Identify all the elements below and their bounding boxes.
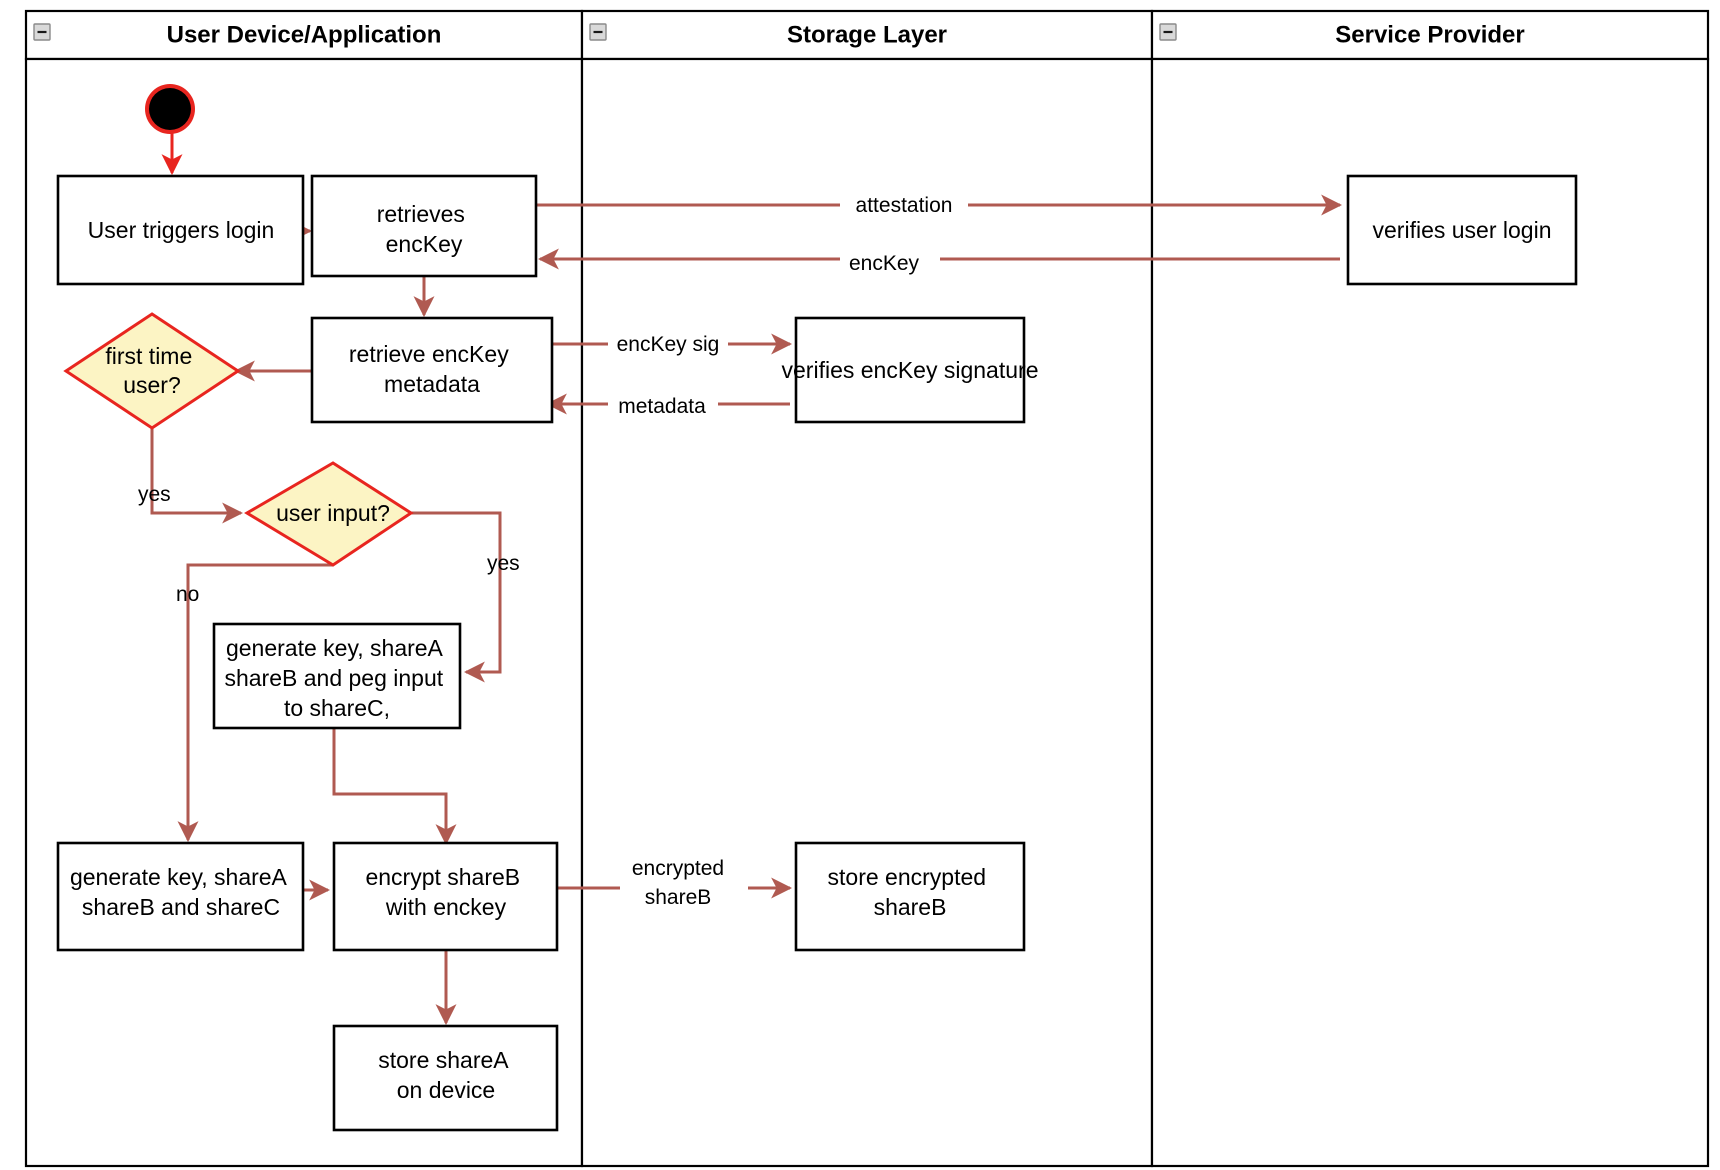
node-text-line: encrypt shareB <box>365 864 520 890</box>
node-verifies-user-login[interactable]: verifies user login <box>1346 174 1578 286</box>
node-text-line: user? <box>123 372 181 398</box>
edge-label-enckey-sig: encKey sig <box>608 330 728 358</box>
node-verifies-enckey-signature[interactable]: verifies encKey signature <box>782 316 1039 424</box>
svg-text:user input?: user input? <box>276 500 390 526</box>
edge-user-input-no <box>177 563 333 843</box>
start-node[interactable] <box>145 84 195 134</box>
svg-text:encKey: encKey <box>849 252 920 275</box>
node-text-line: shareB <box>874 894 947 920</box>
minus-box-icon[interactable] <box>1159 23 1177 41</box>
node-retrieves-enckey[interactable]: retrieves encKey <box>310 174 538 278</box>
svg-text:first time user?: first time user? <box>105 343 198 398</box>
node-retrieve-enckey-metadata[interactable]: retrieve encKey metadata <box>310 316 554 424</box>
svg-text:encrypt shareB with en: encrypt shareB with enckey <box>365 864 526 920</box>
lane-title-user-device: User Device/Application <box>167 21 442 48</box>
node-user-triggers-login[interactable]: User triggers login <box>56 174 305 286</box>
svg-text:verifies encKey signature: verifies encKey signature <box>782 357 1039 383</box>
node-text-line: User triggers login <box>88 217 275 243</box>
node-text-line: generate key, shareA <box>70 864 288 890</box>
edge-label-encrypted-shareb: encrypted shareB <box>620 852 748 910</box>
node-text-line: retrieve encKey <box>349 341 509 367</box>
node-text-line: user input? <box>276 500 390 526</box>
edge-user-input-yes <box>409 511 502 683</box>
node-text-line: metadata <box>384 371 480 397</box>
edge-label-metadata: metadata <box>608 392 718 420</box>
minus-box-icon[interactable] <box>33 23 51 41</box>
svg-text:encrypted: encrypted <box>632 857 724 880</box>
node-text-line: verifies user login <box>1373 217 1552 243</box>
svg-text:shareB: shareB <box>645 886 712 909</box>
node-text-line: generate key, shareA <box>226 635 444 661</box>
svg-text:yes: yes <box>138 483 171 506</box>
svg-text:encKey sig: encKey sig <box>617 333 720 356</box>
svg-text:retrieve encKey metada: retrieve encKey metadata <box>349 341 515 397</box>
node-text-line: retrieves <box>377 201 465 227</box>
node-text-line: shareB and peg input <box>224 665 443 691</box>
lane-title-storage-layer: Storage Layer <box>787 21 947 48</box>
svg-text:generate key, shareA s: generate key, shareA shareB and shareC <box>70 864 292 920</box>
edge-label-yes-first-time: yes <box>138 483 171 506</box>
node-text-line: encKey <box>386 231 463 257</box>
node-encrypt-shareb[interactable]: encrypt shareB with enckey <box>332 841 559 952</box>
svg-text:metadata: metadata <box>618 395 706 418</box>
svg-text:User triggers login: User triggers login <box>88 217 275 243</box>
node-generate-key-shares[interactable]: generate key, shareA shareB and shareC <box>56 841 305 952</box>
node-store-encrypted-shareb[interactable]: store encrypted shareB <box>794 841 1026 952</box>
node-first-time-user-decision[interactable]: first time user? <box>63 312 241 430</box>
svg-text:generate key, shareA s: generate key, shareA shareB and peg inpu… <box>224 635 449 721</box>
edge-label-attestation: attestation <box>840 190 968 218</box>
svg-text:retrieves encKey: retrieves encKey <box>377 201 472 257</box>
node-text-line: store encrypted <box>828 864 987 890</box>
swimlane-storage-layer[interactable]: Storage Layer <box>580 9 1154 1168</box>
node-store-sharea[interactable]: store shareA on device <box>332 1024 559 1132</box>
edge-first-time-yes <box>150 413 244 524</box>
edge-label-yes-user-input: yes <box>487 552 520 575</box>
svg-text:store shareA on device: store shareA on device <box>378 1047 514 1103</box>
node-text-line: to shareC, <box>284 695 390 721</box>
node-text-line: store shareA <box>378 1047 509 1073</box>
edge-peg-to-encrypt <box>332 728 457 846</box>
minus-box-icon[interactable] <box>589 23 607 41</box>
svg-text:attestation: attestation <box>856 194 953 217</box>
edge-label-enckey: encKey <box>840 248 940 276</box>
node-text-line: on device <box>397 1077 495 1103</box>
svg-text:verifies user login: verifies user login <box>1373 217 1552 243</box>
lane-title-service-provider: Service Provider <box>1335 21 1524 48</box>
node-user-input-decision[interactable]: user input? <box>244 461 414 567</box>
svg-text:yes: yes <box>487 552 520 575</box>
svg-text:store encrypted shareB: store encrypted shareB <box>828 864 993 920</box>
node-generate-key-peg[interactable]: generate key, shareA shareB and peg inpu… <box>212 622 462 730</box>
svg-text:no: no <box>176 583 199 606</box>
node-text-line: verifies encKey signature <box>782 357 1039 383</box>
edge-label-no-user-input: no <box>176 583 199 606</box>
node-text-line: with enckey <box>385 894 507 920</box>
node-text-line: first time <box>105 343 192 369</box>
node-text-line: shareB and shareC <box>82 894 280 920</box>
